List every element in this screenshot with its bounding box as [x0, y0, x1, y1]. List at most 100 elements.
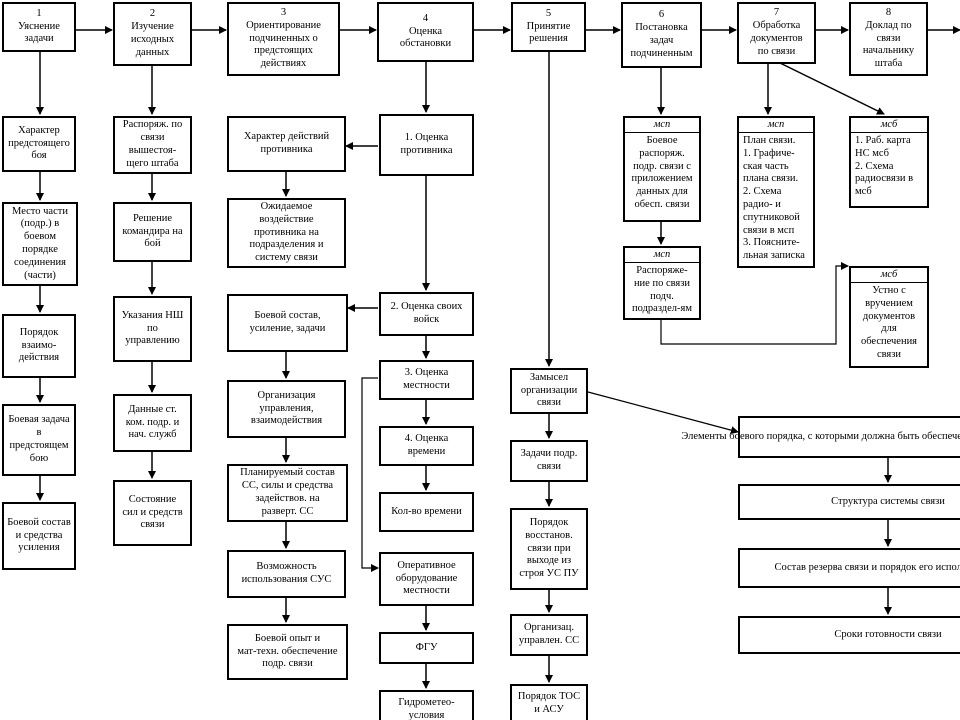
c5-text-3: Порядок восстанов. связи при выходе из с… [519, 517, 579, 580]
r-box-4: Сроки готовности связи [738, 616, 960, 654]
c1-text-3: Порядок взаимо- действия [18, 326, 60, 364]
c4-text-6: Оперативное оборудование местности [395, 559, 458, 597]
c4-box-2: 2. Оценка своих войск [379, 292, 474, 336]
c4-box-5: Кол-во времени [379, 492, 474, 532]
c2-text-4: Данные ст. ком. подр. и нач. служб [125, 403, 180, 441]
r-box-1: Элементы боевого порядка, с которыми дол… [681, 416, 960, 458]
doc-8b-header: мсб [851, 268, 927, 283]
doc-8b-body: Устно с вручением документов для обеспеч… [860, 285, 918, 360]
c2-text-2: Решение командира на бой [122, 212, 183, 250]
c5-box-4: Организац. управлен. СС [510, 614, 588, 656]
c1-box-3: Порядок взаимо- действия [2, 314, 76, 378]
c5-text-1: Замысел организации связи [520, 371, 578, 409]
c3-text-2: Ожидаемое воздействие противника на подр… [249, 201, 324, 264]
c2-text-5: Состояние сил и средств связи [122, 493, 183, 531]
doc-7-body: План связи. 1. Графиче- ская часть плана… [743, 135, 805, 262]
c4-box-8: Гидрометео- условия [379, 690, 474, 720]
doc-7-header: мсп [739, 118, 813, 133]
r-text-1: Элементы боевого порядка, с которыми дол… [681, 430, 960, 442]
c4-text-4: 4. Оценка времени [404, 433, 449, 457]
doc-8a-body: 1. Раб. карта НС мсб 2. Схема радиосвязи… [855, 135, 914, 198]
c3-box-7: Боевой опыт и мат-техн. обеспечение подр… [227, 624, 348, 680]
step-7-box: 7 Обработка документов по связи [737, 2, 816, 64]
c3-box-4: Организация управления, взаимодействия [227, 380, 346, 438]
c5-text-5: Порядок ТОС и АСУ [517, 691, 581, 715]
c4-box-4: 4. Оценка времени [379, 426, 474, 466]
step-6-text: 6 Постановка задач подчиненным [630, 9, 693, 59]
r-text-2: Структура системы связи [831, 495, 945, 507]
doc-6b-header: мсп [625, 248, 699, 263]
c4-text-8: Гидрометео- условия [398, 697, 455, 720]
c4-text-1: 1. Оценка противника [400, 132, 453, 156]
doc-6b-box: мсп Распоряже- ние по связи подч. подраз… [623, 246, 701, 320]
c1-text-5: Боевой состав и средства усиления [7, 516, 71, 554]
doc-8a-box: мсб 1. Раб. карта НС мсб 2. Схема радиос… [849, 116, 929, 208]
doc-6a-box: мсп Боевое распоряж. подр. связи с прило… [623, 116, 701, 222]
step-1-box: 1 Уяснение задачи [2, 2, 76, 52]
c4-text-5: Кол-во времени [391, 505, 462, 517]
c1-text-2: Место части (подр.) в боевом порядке сое… [12, 205, 68, 281]
c2-box-3: Указания НШ по управлению [113, 296, 192, 362]
r-text-4: Сроки готовности связи [834, 628, 942, 640]
c4-text-7: ФГУ [415, 641, 438, 653]
c5-box-1: Замысел организации связи [510, 368, 588, 414]
c4-box-1: 1. Оценка противника [379, 114, 474, 176]
doc-6b-body: Распоряже- ние по связи подч. подраздел-… [632, 265, 692, 315]
step-6-box: 6 Постановка задач подчиненным [621, 2, 702, 68]
step-4-box: 4 Оценка обстановки [377, 2, 474, 62]
c4-box-6: Оперативное оборудование местности [379, 552, 474, 606]
r-box-3: Состав резерва связи и порядок его испол… [738, 548, 960, 588]
step-5-box: 5 Принятие решения [511, 2, 586, 52]
c1-text-1: Характер предстоящего боя [8, 124, 70, 162]
c3-text-6: Возможность использования СУС [241, 561, 332, 585]
c2-box-4: Данные ст. ком. подр. и нач. служб [113, 394, 192, 452]
step-8-box: 8 Доклад по связи начальнику штаба [849, 2, 928, 76]
c2-box-5: Состояние сил и средств связи [113, 480, 192, 546]
c3-box-6: Возможность использования СУС [227, 550, 346, 598]
c1-box-5: Боевой состав и средства усиления [2, 502, 76, 570]
c3-text-4: Организация управления, взаимодействия [250, 389, 323, 427]
c1-box-1: Характер предстоящего боя [2, 116, 76, 172]
c4-text-2: 2. Оценка своих войск [390, 301, 463, 325]
c5-text-2: Задачи подр. связи [520, 448, 578, 472]
step-1-text: 1 Уяснение задачи [18, 7, 60, 45]
c5-box-3: Порядок восстанов. связи при выходе из с… [510, 508, 588, 590]
step-2-box: 2 Изучение исходных данных [113, 2, 192, 66]
step-5-text: 5 Принятие решения [526, 7, 571, 45]
c1-box-2: Место части (подр.) в боевом порядке сое… [2, 202, 78, 286]
arrow-c4-side [361, 377, 379, 572]
r-box-2: Структура системы связи [738, 484, 960, 520]
doc-8b-box: мсб Устно с вручением документов для обе… [849, 266, 929, 368]
step-3-box: 3 Ориентирование подчиненных о предстоящ… [227, 2, 340, 76]
c4-box-3: 3. Оценка местности [379, 360, 474, 400]
arrow-c6-c8 [660, 262, 849, 345]
c3-box-1: Характер действий противника [227, 116, 346, 172]
step-2-text: 2 Изучение исходных данных [130, 8, 175, 58]
c4-text-3: 3. Оценка местности [403, 367, 450, 391]
c3-text-7: Боевой опыт и мат-техн. обеспечение подр… [237, 632, 338, 670]
c4-box-7: ФГУ [379, 632, 474, 664]
doc-8a-header: мсб [851, 118, 927, 133]
c1-box-4: Боевая задача в предстоящем бою [2, 404, 76, 476]
step-3-text: 3 Ориентирование подчиненных о предстоящ… [246, 7, 321, 70]
c1-text-4: Боевая задача в предстоящем бою [8, 414, 70, 464]
c5-box-5: Порядок ТОС и АСУ [510, 684, 588, 720]
c3-box-5: Планируемый состав СС, силы и средства з… [227, 464, 348, 522]
arrow-c7-b [777, 61, 885, 115]
doc-6a-body: Боевое распоряж. подр. связи с приложени… [631, 135, 693, 210]
r-text-3: Состав резерва связи и порядок его испол… [774, 561, 960, 573]
c2-box-2: Решение командира на бой [113, 202, 192, 262]
c2-text-1: Распоряж. по связи вышестоя- щего штаба [122, 119, 183, 169]
doc-6a-header: мсп [625, 118, 699, 133]
c5-text-4: Организац. управлен. СС [518, 622, 580, 646]
c2-text-3: Указания НШ по управлению [121, 309, 184, 347]
doc-7-box: мсп План связи. 1. Графиче- ская часть п… [737, 116, 815, 268]
arrow-c5-r1 [587, 391, 739, 435]
c3-box-2: Ожидаемое воздействие противника на подр… [227, 198, 346, 268]
step-7-text: 7 Обработка документов по связи [750, 7, 803, 57]
c3-text-5: Планируемый состав СС, силы и средства з… [240, 467, 335, 517]
step-8-text: 8 Доклад по связи начальнику штаба [862, 7, 915, 70]
c3-text-3: Боевой состав, усиление, задачи [249, 310, 326, 334]
